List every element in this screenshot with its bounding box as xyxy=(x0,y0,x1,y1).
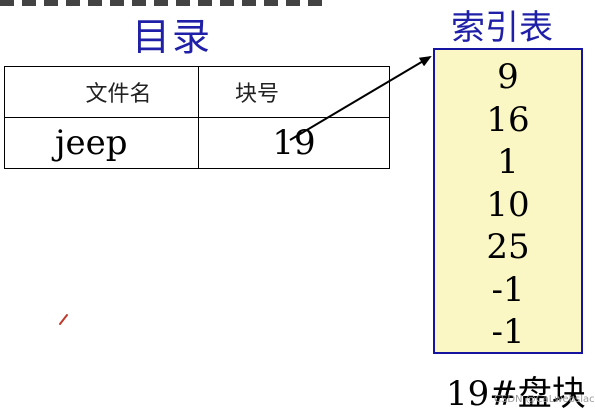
block-number-cell: 19 xyxy=(198,117,390,169)
directory-entry-row: jeep 19 xyxy=(4,117,390,169)
disk-block-caption: 19#盘块 xyxy=(446,374,586,414)
index-block-box: 9 16 1 10 25 -1 -1 xyxy=(433,48,583,354)
index-entry: 10 xyxy=(486,184,530,225)
directory-title: 目录 xyxy=(132,15,213,59)
index-entry: -1 xyxy=(491,269,525,310)
cropped-header-text xyxy=(0,0,330,8)
watermark-text: CSDN @CaLwebslacku xyxy=(494,394,595,405)
filename-cell: jeep xyxy=(4,117,199,169)
index-entry-list: 9 16 1 10 25 -1 -1 xyxy=(435,56,581,354)
index-entry: 25 xyxy=(486,227,530,267)
index-entry: -1 xyxy=(491,312,525,352)
block-number-header: 块号 xyxy=(198,66,390,118)
filename-header: 文件名 xyxy=(4,66,199,118)
directory-header-row: 文件名 块号 xyxy=(4,66,390,118)
directory-table: 文件名 块号 jeep 19 xyxy=(4,66,390,169)
index-entry: 9 xyxy=(497,57,519,97)
index-entry: 16 xyxy=(486,99,530,140)
index-entry: 1 xyxy=(497,142,519,182)
red-pen-mark xyxy=(59,314,68,325)
index-table-title: 索引表 xyxy=(451,8,553,48)
